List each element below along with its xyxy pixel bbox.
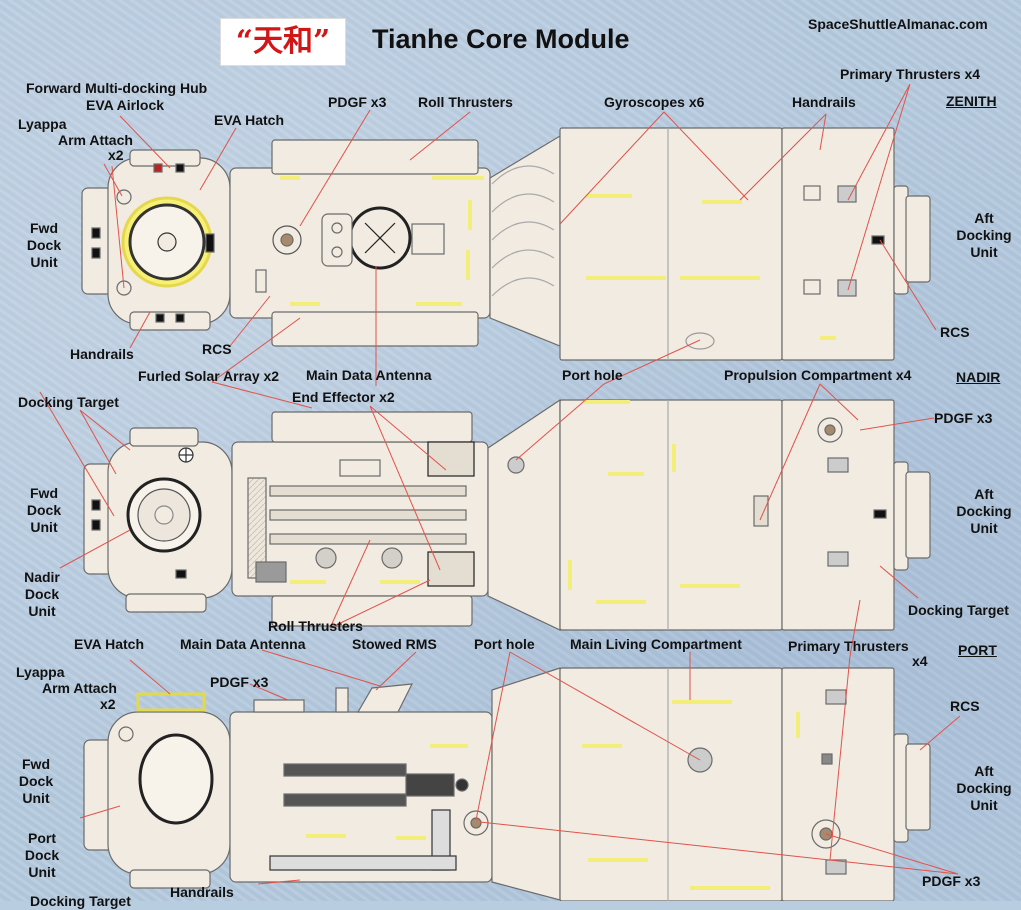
label-main-living-compartment: Main Living Compartment [570, 636, 742, 652]
label-stowed-rms: Stowed RMS [352, 636, 437, 652]
label-fwd-dock-unit-port: Fwd Dock Unit [14, 756, 58, 807]
label-arm-attach-port: Arm Attach [42, 680, 117, 696]
label-forward-hub: Forward Multi-docking Hub [26, 80, 208, 96]
label-end-effector: End Effector x2 [292, 389, 395, 405]
label-port-hole-nadir: Port hole [562, 367, 623, 383]
zenith-handrails [280, 176, 836, 340]
label-unit-word: Unit [30, 519, 58, 535]
leader-lines [39, 83, 961, 885]
label-unit-word: Unit [970, 797, 998, 813]
label-dock-word: Dock [26, 237, 62, 253]
label-fwd-dock-unit-zenith: Fwd Dock Unit [22, 220, 66, 271]
label-x2-port: x2 [100, 696, 116, 712]
label-pdgf-port-aft: PDGF x3 [922, 873, 981, 889]
label-furled-solar-array: Furled Solar Array x2 [138, 368, 280, 384]
label-pdgf-zenith: PDGF x3 [328, 94, 387, 110]
label-unit-word: Unit [970, 520, 998, 536]
label-x4-port: x4 [912, 653, 928, 669]
label-port-hole-port: Port hole [474, 636, 535, 652]
label-aft-word: Aft [974, 486, 994, 502]
label-docking-word: Docking [956, 503, 1012, 519]
label-aft-word: Aft [974, 763, 994, 779]
label-aft-docking-unit-nadir: Aft Docking Unit [950, 486, 1018, 537]
label-aft-docking-unit-port: Aft Docking Unit [950, 763, 1018, 814]
label-fwd-word: Fwd [30, 220, 58, 236]
label-rcs-port: RCS [950, 698, 980, 714]
source-credit: SpaceShuttleAlmanac.com [808, 16, 988, 32]
label-unit-word: Unit [28, 864, 56, 880]
label-unit-word: Unit [22, 790, 50, 806]
label-fwd-dock-unit-nadir: Fwd Dock Unit [22, 485, 66, 536]
view-title-zenith: ZENITH [946, 93, 997, 109]
label-aft-docking-unit-zenith: Aft Docking Unit [950, 210, 1018, 261]
label-lyappa-port: Lyappa [16, 664, 65, 680]
label-lyappa-zenith: Lyappa [18, 116, 67, 132]
label-nadir-word: Nadir [24, 569, 60, 585]
label-gyroscopes: Gyroscopes x6 [604, 94, 705, 110]
label-unit-word: Unit [970, 244, 998, 260]
view-title-port: PORT [958, 642, 997, 658]
label-rcs-zenith-aft: RCS [940, 324, 970, 340]
label-main-data-antenna-nadir: Main Data Antenna [306, 367, 432, 383]
label-arm-attach-zenith: Arm Attach [58, 132, 133, 148]
label-eva-airlock: EVA Airlock [86, 97, 165, 113]
label-handrails-zenith-fwd: Handrails [70, 346, 134, 362]
label-dock-word: Dock [26, 502, 62, 518]
label-main-data-antenna-port: Main Data Antenna [180, 636, 306, 652]
label-propulsion-compartment: Propulsion Compartment x4 [724, 367, 912, 383]
label-docking-target-aft: Docking Target [908, 602, 1009, 618]
label-eva-hatch-port: EVA Hatch [74, 636, 145, 652]
label-roll-thrusters-port: Roll Thrusters [268, 618, 363, 634]
label-aft-word: Aft [974, 210, 994, 226]
label-rcs-zenith-fwd: RCS [202, 341, 232, 357]
label-primary-thrusters-port: Primary Thrusters [788, 638, 909, 654]
label-roll-thrusters-zenith: Roll Thrusters [418, 94, 513, 110]
label-handrails-zenith: Handrails [792, 94, 856, 110]
nadir-view [83, 398, 931, 631]
view-title-nadir: NADIR [956, 369, 1001, 385]
label-dock-word: Dock [18, 773, 54, 789]
label-docking-target-nadir: Docking Target [18, 394, 119, 410]
label-nadir-dock-unit: Nadir Dock Unit [18, 569, 66, 620]
label-dock-word: Dock [24, 847, 60, 863]
label-primary-thrusters-zenith: Primary Thrusters x4 [840, 66, 981, 82]
label-pdgf-nadir: PDGF x3 [934, 410, 993, 426]
label-docking-word: Docking [956, 227, 1012, 243]
label-unit-word: Unit [28, 603, 56, 619]
port-view [83, 667, 931, 901]
zenith-view [81, 127, 931, 361]
page-title: Tianhe Core Module [372, 24, 630, 54]
nadir-handrails [290, 400, 740, 604]
port-handrails [306, 700, 800, 890]
chinese-title: “天和” [220, 18, 346, 66]
label-fwd-word: Fwd [22, 756, 50, 772]
label-docking-target-port: Docking Target [30, 893, 131, 909]
label-x2-zenith: x2 [108, 147, 124, 163]
label-pdgf-port-top: PDGF x3 [210, 674, 269, 690]
label-fwd-word: Fwd [30, 485, 58, 501]
label-port-dock-unit: Port Dock Unit [20, 830, 64, 881]
label-docking-word: Docking [956, 780, 1012, 796]
label-handrails-port: Handrails [170, 884, 234, 900]
label-dock-word: Dock [24, 586, 60, 602]
label-port-word: Port [28, 830, 56, 846]
label-unit-word: Unit [30, 254, 58, 270]
label-eva-hatch-zenith: EVA Hatch [214, 112, 285, 128]
